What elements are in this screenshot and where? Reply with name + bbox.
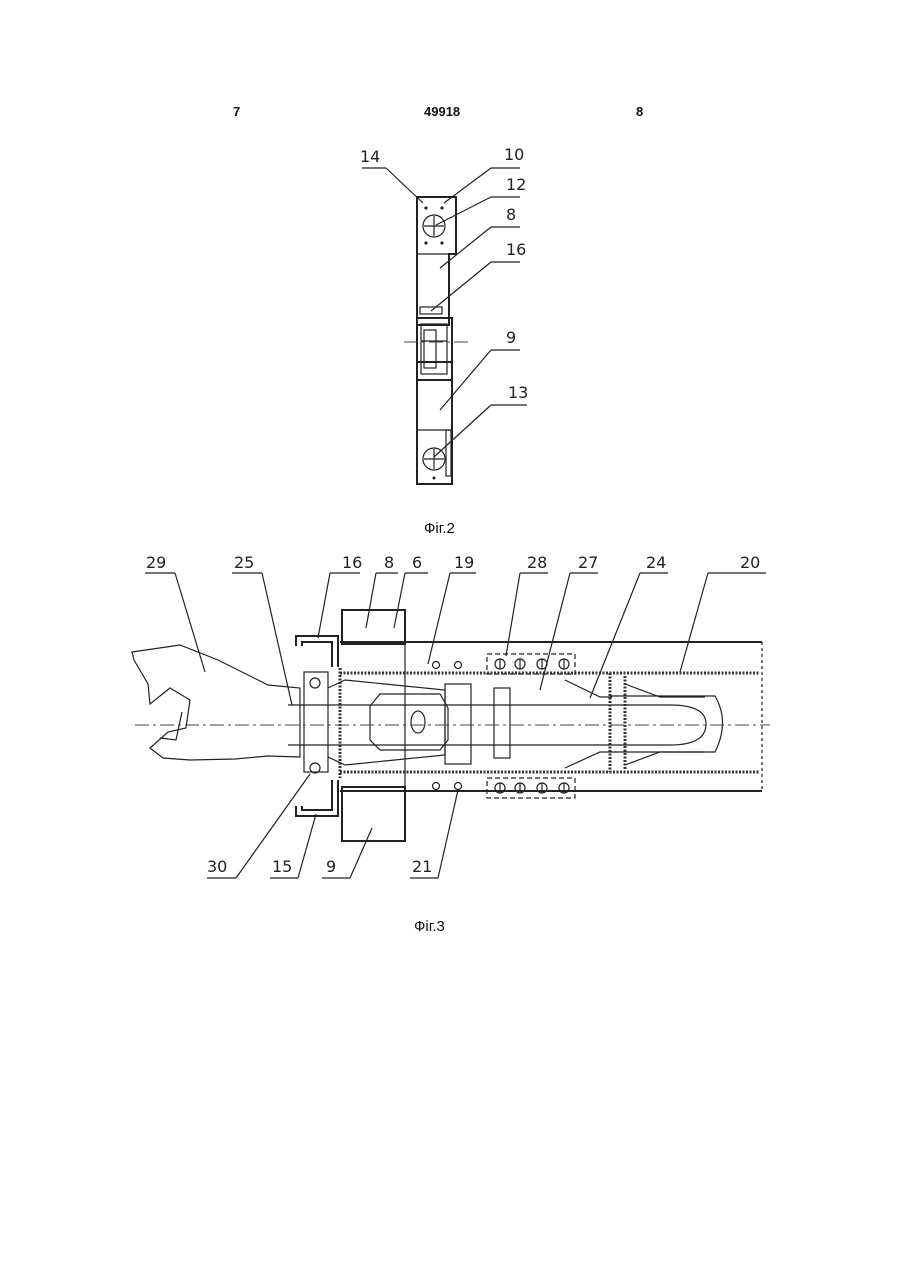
figure-2-drawing: 14 10 12 8 16 9 13 — [360, 145, 528, 484]
fig3-label-28: 28 — [527, 553, 547, 572]
fig3-label-15: 15 — [272, 857, 292, 876]
fig2-label-8: 8 — [506, 205, 516, 224]
fig2-label-10: 10 — [504, 145, 524, 164]
fig3-label-29: 29 — [146, 553, 166, 572]
fig2-label-14: 14 — [360, 147, 380, 166]
fig2-label-12: 12 — [506, 175, 526, 194]
fig3-label-24: 24 — [646, 553, 666, 572]
fig3-label-19: 19 — [454, 553, 474, 572]
figure-2-caption: Фіг.2 — [424, 520, 455, 537]
fig2-label-16: 16 — [506, 240, 526, 259]
fig2-label-13: 13 — [508, 383, 528, 402]
fig3-label-21: 21 — [412, 857, 432, 876]
figure-3-caption: Фіг.3 — [414, 918, 445, 935]
fig3-label-9: 9 — [326, 857, 336, 876]
fig3-label-30: 30 — [207, 857, 227, 876]
fig3-label-27: 27 — [578, 553, 598, 572]
fig3-label-25: 25 — [234, 553, 254, 572]
fig3-label-6: 6 — [412, 553, 422, 572]
fig2-label-9: 9 — [506, 328, 516, 347]
fig3-label-20: 20 — [740, 553, 760, 572]
fig3-label-16: 16 — [342, 553, 362, 572]
figure-3-drawing: 29 25 16 8 6 19 28 27 24 20 30 15 9 21 — [132, 553, 770, 878]
fig3-label-8: 8 — [384, 553, 394, 572]
